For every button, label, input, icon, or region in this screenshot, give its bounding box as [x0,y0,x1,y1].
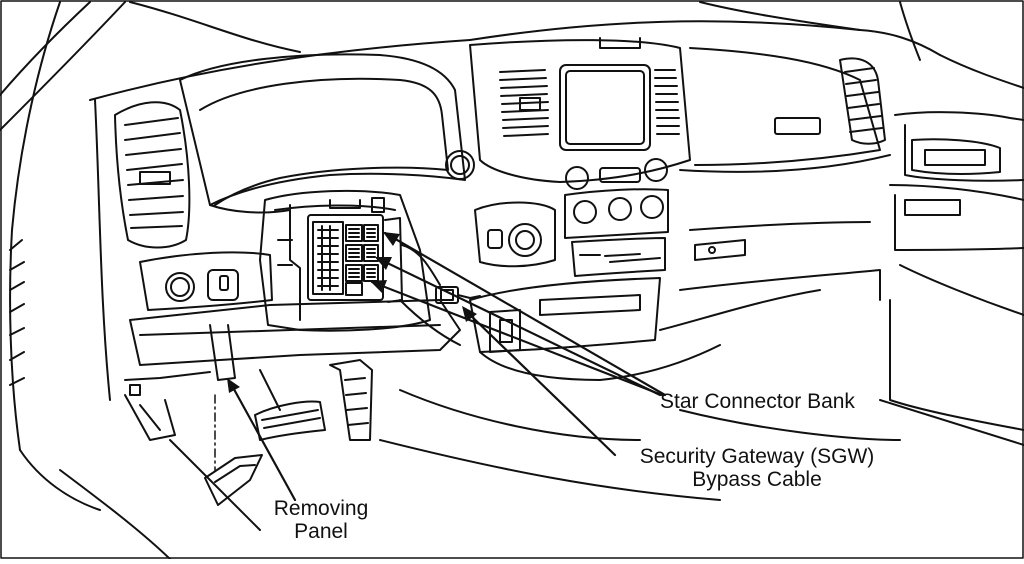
star-connector-bank-label: Star Connector Bank [660,390,855,413]
parking-brake-pedal [125,395,175,440]
floor-lines [60,390,900,559]
panel-label-line1: Removing [273,497,369,520]
rotary-shifter [475,203,555,267]
steering-column-opening [260,191,430,331]
accelerator-pedal [330,360,372,440]
center-stack [470,38,690,276]
arrowheads [227,232,477,393]
center-console [470,278,720,380]
star-connector-bank [308,215,383,300]
removed-panel-piece [205,395,262,505]
right-door [880,112,1024,445]
sgw-label-line2: Bypass Cable [692,468,822,491]
left-air-vent [115,102,189,247]
right-dash [660,48,890,330]
removing-panel-label: Removing Panel [256,497,386,543]
instrument-cluster [180,54,474,212]
left-door-pillar [0,2,125,510]
sgw-bypass-cable-label: Security Gateway (SGW) Bypass Cable [618,445,896,491]
lower-dash-panel [125,300,460,395]
sgw-label-line1: Security Gateway (SGW) [639,445,875,468]
star-connector-bank-text: Star Connector Bank [660,390,855,413]
leader-lines [230,233,665,500]
panel-label-line2: Panel [294,520,348,543]
left-switch-panel [140,252,272,310]
dash-top [90,2,1024,100]
brake-pedal [255,370,325,440]
